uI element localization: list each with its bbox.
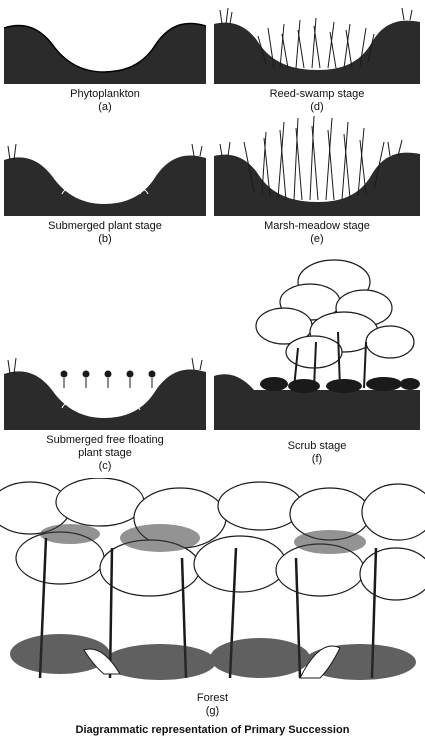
caption-g: Forest (g)	[0, 692, 425, 718]
submerged-plants-drawing	[61, 189, 149, 201]
caption-c-label-line1: Submerged free floating	[46, 434, 164, 446]
caption-a-label: Phytoplankton	[70, 88, 140, 100]
scrub-shrubs-drawing	[260, 377, 420, 393]
panel-b-submerged	[4, 138, 206, 216]
marsh-plants-drawing	[219, 115, 403, 201]
forest-canopy-drawing	[0, 478, 425, 601]
figure-title: Diagrammatic representation of Primary S…	[75, 724, 350, 736]
caption-d: Reed-swamp stage (d)	[214, 88, 420, 114]
panel-g-forest	[0, 478, 425, 688]
panel-d-reed-swamp	[214, 6, 420, 84]
caption-a: Phytoplankton (a)	[4, 88, 206, 114]
caption-b-letter: (b)	[98, 233, 112, 245]
panel-f-scrub	[214, 252, 420, 430]
caption-e-label: Marsh-meadow stage	[264, 220, 370, 232]
caption-f-letter: (f)	[311, 453, 323, 465]
caption-c-letter: (c)	[98, 460, 112, 472]
caption-a-letter: (a)	[98, 101, 112, 113]
caption-d-label: Reed-swamp stage	[269, 88, 365, 100]
caption-d-letter: (d)	[310, 101, 324, 113]
caption-g-label: Forest	[196, 692, 229, 704]
panel-a-phytoplankton	[4, 6, 206, 84]
scrub-trees-drawing	[255, 259, 415, 369]
caption-e: Marsh-meadow stage (e)	[214, 220, 420, 246]
caption-c-label-line2: plant stage	[78, 447, 132, 459]
caption-e-letter: (e)	[310, 233, 324, 245]
caption-f-label: Scrub stage	[287, 440, 347, 452]
caption-f: Scrub stage (f)	[214, 440, 420, 466]
forest-undergrowth-drawing	[10, 634, 416, 680]
caption-b-label: Submerged plant stage	[48, 220, 162, 232]
caption-g-letter: (g)	[205, 705, 220, 717]
reed-grass-drawing	[219, 7, 413, 69]
panel-c-free-floating	[4, 352, 206, 430]
panel-e-marsh-meadow	[214, 112, 420, 216]
caption-c: Submerged free floating plant stage (c)	[4, 434, 206, 473]
caption-b: Submerged plant stage (b)	[4, 220, 206, 246]
floating-plants-drawing	[60, 370, 156, 388]
